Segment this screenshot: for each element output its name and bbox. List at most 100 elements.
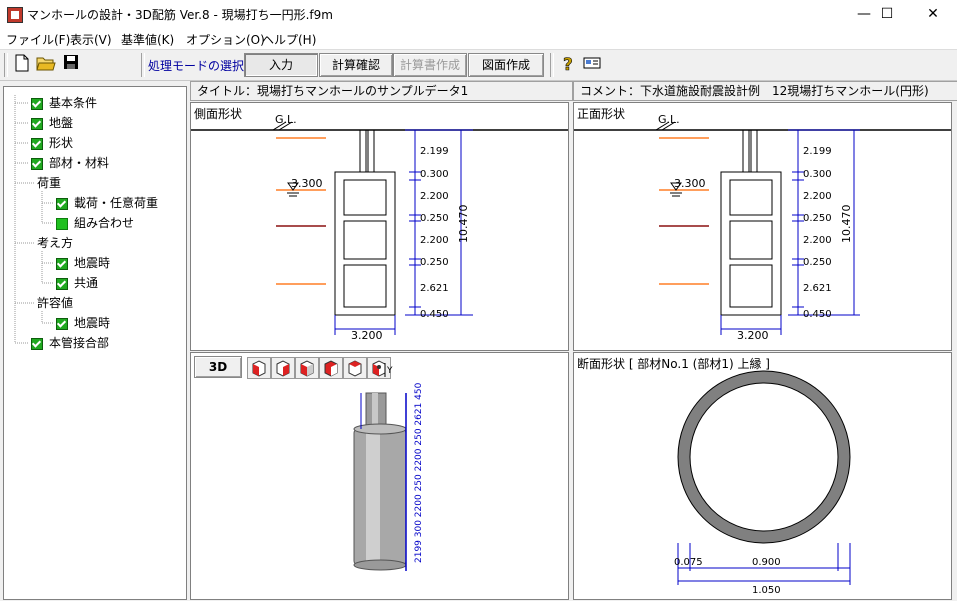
new-file-icon[interactable]: [12, 54, 32, 76]
info-card-icon[interactable]: [582, 54, 602, 76]
side-total-height: 10.470: [457, 205, 470, 244]
calc-check-button[interactable]: 計算確認: [319, 53, 393, 77]
toolbar-separator: [4, 53, 8, 77]
gl-label: G.L.: [275, 113, 297, 126]
view3d-panel[interactable]: 3D Y 2199 300 2200 250 2200 250 2621 450: [190, 352, 569, 600]
tree-item-load[interactable]: 荷重: [37, 176, 62, 190]
view-back-button[interactable]: [319, 357, 343, 379]
front-dim-3: 2.200: [803, 191, 832, 202]
menu-help[interactable]: ヘルプ(H): [262, 33, 317, 47]
window-title: マンホールの設計・3D配筋 Ver.8 - 現場打ち一円形.f9m: [27, 8, 333, 22]
checked-icon: [31, 337, 43, 350]
tree-item-members-materials[interactable]: 部材・材料: [31, 155, 109, 171]
minimize-button[interactable]: —: [857, 6, 871, 22]
front-dim-7: 2.621: [803, 283, 832, 294]
tree-item-approach[interactable]: 考え方: [37, 236, 74, 250]
checked-icon: [56, 197, 68, 210]
title-bar: マンホールの設計・3D配筋 Ver.8 - 現場打ち一円形.f9m — ☐ ✕: [0, 0, 957, 29]
tree-item-seismic-allowable[interactable]: 地震時: [56, 315, 110, 331]
tree-lines: [14, 95, 54, 344]
view3d-drawing: Y 2199 300 2200 250 2200 250 2621 450: [353, 363, 424, 571]
side-dim-5: 2.200: [420, 235, 449, 246]
view3d-dims: 2199 300 2200 250 2200 250 2621 450: [414, 382, 424, 563]
drawing-create-button[interactable]: 図面作成: [468, 53, 544, 77]
tree-item-common[interactable]: 共通: [56, 275, 98, 291]
side-dim-7: 2.621: [420, 283, 449, 294]
section-thickness-label: 0.075: [674, 557, 703, 568]
side-dim-1: 2.199: [420, 146, 449, 157]
report-create-button[interactable]: 計算書作成: [393, 53, 467, 77]
water-level-label: 3.300: [291, 177, 323, 190]
mode-select-label: 処理モードの選択: [148, 59, 245, 73]
tree-item-ground[interactable]: 地盤: [31, 115, 73, 131]
checked-icon: [31, 157, 43, 170]
front-dim-2: 0.300: [803, 169, 832, 180]
menu-options[interactable]: オプション(O): [186, 33, 265, 47]
maximize-button[interactable]: ☐: [880, 6, 894, 22]
open-folder-icon[interactable]: [36, 54, 56, 76]
side-dim-3: 2.200: [420, 191, 449, 202]
section-drawing: 0.075 0.900 1.050: [674, 370, 851, 596]
checked-icon: [31, 97, 43, 110]
side-dim-6: 0.250: [420, 257, 449, 268]
title-header: タイトル：現場打ちマンホールのサンプルデータ1: [190, 81, 573, 101]
checked-icon: [31, 137, 43, 150]
comment-header: コメント：下水道施設耐震設計例 12現場打ちマンホール(円形): [573, 81, 957, 101]
partial-check-icon: [56, 217, 68, 230]
svg-text:?: ?: [563, 55, 573, 74]
view-left-button[interactable]: [295, 357, 319, 379]
axis-y-label: Y: [386, 366, 393, 376]
tree-item-seismic[interactable]: 地震時: [56, 255, 110, 271]
checked-icon: [56, 317, 68, 330]
tree-item-combination[interactable]: 組み合わせ: [56, 215, 134, 231]
section-outer-diameter: 1.050: [752, 585, 781, 596]
view-top-button[interactable]: [343, 357, 367, 379]
view-front-button[interactable]: [247, 357, 271, 379]
front-view-panel[interactable]: 正面形状 G.L. 3.300 3.200 10.470: [573, 102, 952, 351]
checked-icon: [31, 117, 43, 130]
water-level-label: 3.300: [674, 177, 706, 190]
side-dim-2: 0.300: [420, 169, 449, 180]
side-view-drawing: G.L. 3.300 3.200 10.470 2.199 0.300 2.: [191, 113, 568, 342]
side-dim-8: 0.450: [420, 309, 449, 320]
menu-standard[interactable]: 基準値(K): [121, 33, 175, 47]
input-tree-panel: 基本条件 地盤 形状 部材・材料 荷重 載荷・任意荷重 組み合わせ 考え方 地震…: [3, 86, 187, 600]
tree-item-loading-arbitrary[interactable]: 載荷・任意荷重: [56, 195, 158, 211]
menu-bar: ファイル(F) 表示(V) 基準値(K) オプション(O) ヘルプ(H): [0, 29, 957, 50]
section-panel[interactable]: 断面形状 [ 部材No.1 (部材1) 上縁 ] 0.075 0.900 1.0…: [573, 352, 952, 600]
toolbar: 処理モードの選択 入力 計算確認 計算書作成 図面作成 ?: [0, 50, 957, 81]
side-view-panel[interactable]: 側面形状 G.L. 3.300 3.200 10.470: [190, 102, 569, 351]
front-dim-5: 2.200: [803, 235, 832, 246]
toolbar-separator: [141, 53, 145, 77]
side-dim-4: 0.250: [420, 213, 449, 224]
help-question-icon[interactable]: ?: [558, 54, 578, 76]
front-dim-1: 2.199: [803, 146, 832, 157]
menu-view[interactable]: 表示(V): [70, 33, 112, 47]
menu-file[interactable]: ファイル(F): [6, 33, 71, 47]
front-total-height: 10.470: [840, 205, 853, 244]
gl-label: G.L.: [658, 113, 680, 126]
input-mode-button[interactable]: 入力: [244, 53, 318, 77]
section-label: 断面形状 [ 部材No.1 (部材1) 上縁 ]: [577, 357, 770, 371]
save-disk-icon[interactable]: [61, 54, 81, 76]
section-inner-diameter: 0.900: [752, 557, 781, 568]
front-view-label: 正面形状: [577, 107, 626, 121]
tree-item-shape[interactable]: 形状: [31, 135, 73, 151]
tree-item-main-pipe-joint[interactable]: 本管接合部: [31, 335, 109, 351]
checked-icon: [56, 257, 68, 270]
tree-item-basic-conditions[interactable]: 基本条件: [31, 95, 97, 111]
front-dim-4: 0.250: [803, 213, 832, 224]
toolbar-separator: [550, 53, 554, 77]
view-right-button[interactable]: [271, 357, 295, 379]
checked-icon: [56, 277, 68, 290]
tree-item-allowable[interactable]: 許容値: [37, 296, 74, 310]
front-width-label: 3.200: [737, 329, 769, 342]
side-width-label: 3.200: [351, 329, 383, 342]
app-icon: [7, 7, 23, 23]
view3d-button[interactable]: 3D: [194, 356, 242, 378]
front-dim-6: 0.250: [803, 257, 832, 268]
front-view-drawing: G.L. 3.300 3.200 10.470 2.199 0.300 2.: [574, 113, 951, 342]
front-dim-8: 0.450: [803, 309, 832, 320]
close-button[interactable]: ✕: [927, 6, 939, 22]
side-view-label: 側面形状: [194, 107, 243, 121]
